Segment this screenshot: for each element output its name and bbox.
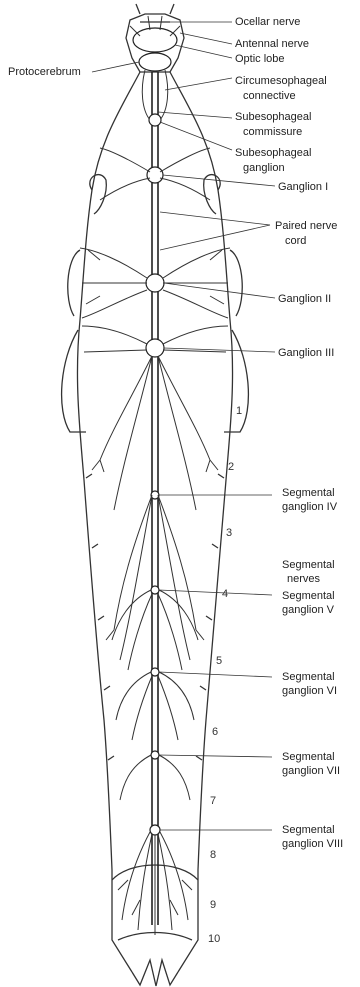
label-subesophageal-commissure-line2: commissure [243, 126, 302, 138]
segment-number-3: 3 [226, 527, 232, 539]
segmental-ganglion-5 [151, 586, 159, 594]
ganglion-1 [147, 167, 163, 183]
segmental-ganglion-7 [151, 751, 159, 759]
segmental-ganglion-4 [151, 491, 159, 499]
label-ganglion-3: Ganglion III [278, 347, 334, 359]
label-seg-ganglion-7-line1: Segmental [282, 751, 335, 763]
label-paired-nerve-cord-line2: cord [285, 235, 306, 247]
label-antennal-nerve: Antennal nerve [235, 38, 309, 50]
ganglion-2 [146, 274, 164, 292]
labels: Ocellar nerve Antennal nerve Optic lobe … [8, 16, 343, 850]
label-subesophageal-commissure-line1: Subesophageal [235, 111, 311, 123]
segment-number-9: 9 [210, 899, 216, 911]
segmental-ganglion-8 [150, 825, 160, 835]
label-seg-ganglion-4-line2: ganglion IV [282, 501, 338, 513]
segment-number-6: 6 [212, 726, 218, 738]
ganglion-3 [146, 339, 164, 357]
segmental-ganglion-6 [151, 668, 159, 676]
segment-number-1: 1 [236, 405, 242, 417]
label-paired-nerve-cord-line1: Paired nerve [275, 220, 337, 232]
label-seg-ganglion-8-line1: Segmental [282, 824, 335, 836]
segment-number-2: 2 [228, 461, 234, 473]
segment-number-7: 7 [210, 795, 216, 807]
brain [130, 16, 180, 71]
label-seg-ganglion-4-line1: Segmental [282, 487, 335, 499]
label-seg-ganglion-6-line1: Segmental [282, 671, 335, 683]
label-seg-ganglion-6-line2: ganglion VI [282, 685, 337, 697]
segment-number-8: 8 [210, 849, 216, 861]
label-seg-ganglion-7-line2: ganglion VII [282, 765, 340, 777]
label-ocellar-nerve: Ocellar nerve [235, 16, 300, 28]
label-circumesophageal-line2: connective [243, 90, 296, 102]
subesophageal-ganglion [149, 114, 161, 126]
segment-number-10: 10 [208, 933, 220, 945]
ganglia [146, 114, 164, 835]
label-segmental-nerves-line1: Segmental [282, 559, 335, 571]
label-subesophageal-ganglion-line2: ganglion [243, 162, 285, 174]
label-ganglion-2: Ganglion II [278, 293, 331, 305]
lateral-nerves [80, 148, 230, 935]
segment-number-5: 5 [216, 655, 222, 667]
label-ganglion-1: Ganglion I [278, 181, 328, 193]
label-seg-ganglion-5-line2: ganglion V [282, 604, 335, 616]
label-seg-ganglion-8-line2: ganglion VIII [282, 838, 343, 850]
label-protocerebrum: Protocerebrum [8, 66, 81, 78]
label-subesophageal-ganglion-line1: Subesophageal [235, 147, 311, 159]
segment-number-4: 4 [222, 588, 228, 600]
label-seg-ganglion-5-line1: Segmental [282, 590, 335, 602]
label-optic-lobe: Optic lobe [235, 53, 285, 65]
label-circumesophageal-line1: Circumesophageal [235, 75, 327, 87]
label-segmental-nerves-line2: nerves [287, 573, 321, 585]
